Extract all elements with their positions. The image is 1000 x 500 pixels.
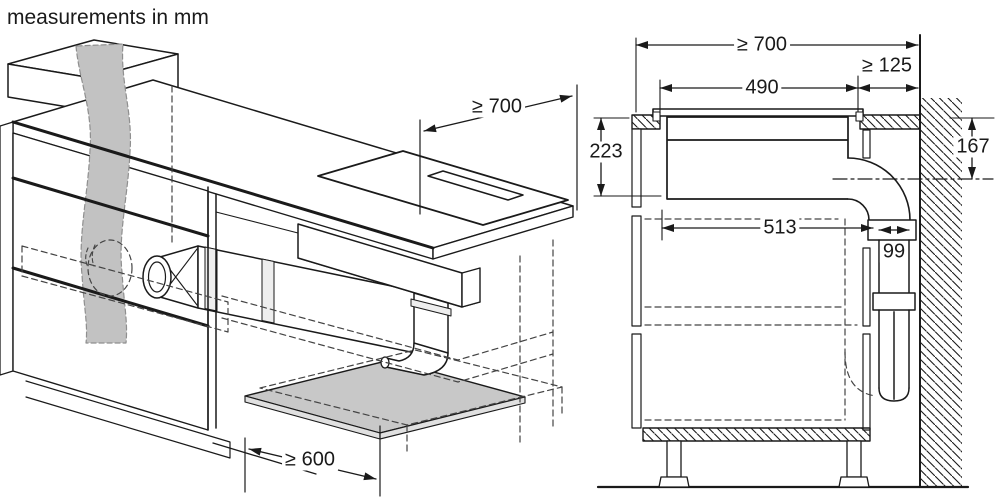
dim-label-section-rear-clearance: ≥ 125 xyxy=(859,55,915,77)
hob-box-3d xyxy=(297,223,481,308)
plinth-panel xyxy=(244,359,526,440)
dim-label-section-cutout-width: 490 xyxy=(742,77,782,99)
hob-glass-section xyxy=(652,108,864,122)
hidden-lines xyxy=(21,85,563,453)
drawer-dashed-section xyxy=(644,218,877,421)
dim-label-3d-plinth-depth: ≥ 600 xyxy=(282,449,338,471)
dim-label-3d-worktop-depth: ≥ 700 xyxy=(469,96,525,118)
dim-label-section-duct-drop: 167 xyxy=(953,136,993,158)
wall-hatch xyxy=(920,98,962,487)
diagram-title: measurements in mm xyxy=(7,6,209,29)
dim-label-section-worktop-depth: ≥ 700 xyxy=(734,34,790,56)
dim-label-section-installation-depth: 223 xyxy=(586,141,626,163)
hob-box-section xyxy=(666,116,849,200)
front-edges-over-band xyxy=(11,120,435,328)
dim-label-section-duct-width: 99 xyxy=(879,241,909,263)
section-view xyxy=(593,34,995,489)
dim-label-section-clearance-width: 513 xyxy=(760,217,800,239)
air-duct-band xyxy=(75,43,132,344)
duct-section xyxy=(847,157,917,402)
cabinet-gable xyxy=(207,186,217,431)
perspective-view xyxy=(0,39,578,497)
hob-glass-3d xyxy=(317,150,569,226)
cabinet-panels-section xyxy=(631,128,871,488)
